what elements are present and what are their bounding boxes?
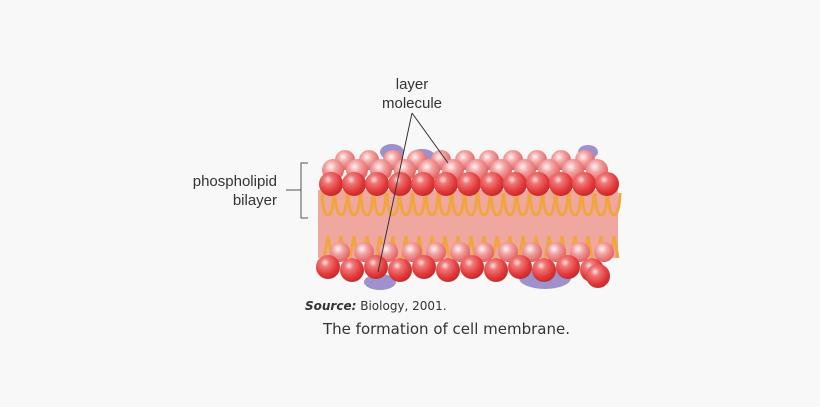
source-label: Source: — [305, 299, 357, 313]
label-line: phospholipid — [192, 173, 277, 190]
layer-molecule-label: layer molecule — [372, 75, 452, 113]
phospholipid-bilayer-label: phospholipid bilayer — [180, 172, 277, 210]
leader-lines — [377, 112, 449, 273]
bilayer-bracket — [286, 162, 308, 219]
label-line: bilayer — [232, 192, 277, 209]
label-line: molecule — [381, 95, 443, 112]
figure-caption: The formation of cell membrane. — [323, 320, 570, 338]
label-line: layer — [395, 76, 429, 93]
source-text: Biology, 2001. — [360, 299, 447, 313]
figure-source: Source: Biology, 2001. — [305, 299, 447, 313]
phospholipid-heads — [316, 150, 619, 288]
